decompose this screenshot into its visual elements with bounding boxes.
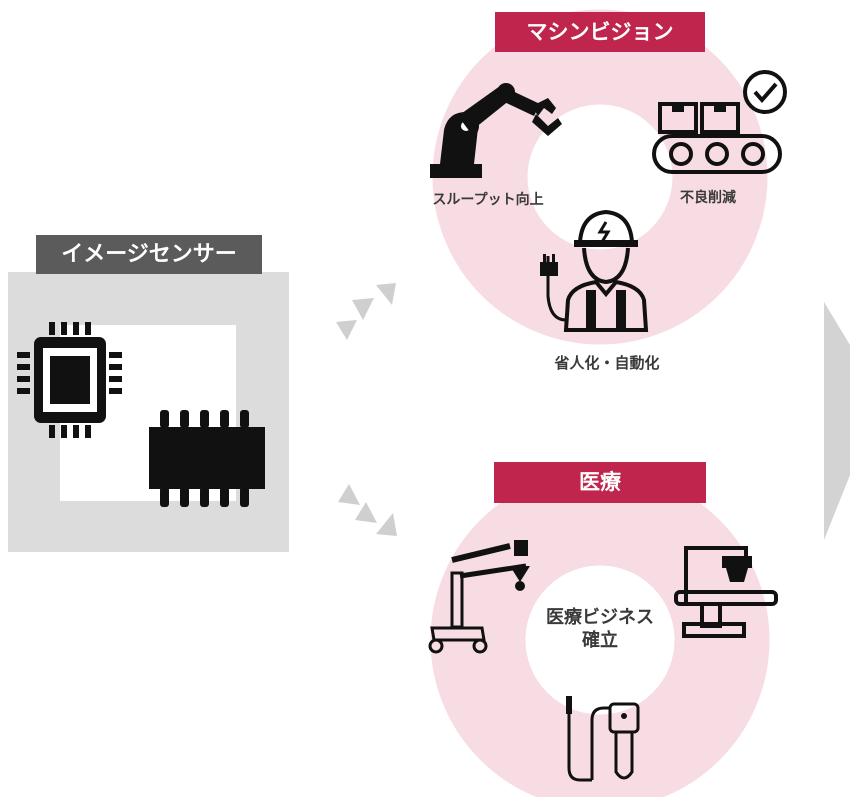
surgical-microscope-icon: [428, 540, 530, 654]
defect-reduction-label: 不良削減: [680, 190, 736, 206]
medical-business-label: 医療ビジネス 確立: [520, 606, 680, 652]
xray-machine-icon: [674, 546, 778, 638]
medical-business-line1: 医療ビジネス: [546, 607, 654, 628]
robot-arm-icon: [430, 83, 562, 178]
labor-saving-label: 省人化・自動化: [554, 354, 660, 372]
machine-vision-title: マシンビジョン: [495, 12, 705, 52]
large-right-arrow: [824, 302, 850, 540]
cpu-chip-icon: [17, 322, 122, 438]
flow-arrows-upper: [336, 283, 396, 340]
worker-plug-icon: [540, 209, 649, 332]
image-sensor-title: イメージセンサー: [36, 235, 262, 274]
memory-chip-icon: [149, 410, 265, 507]
throughput-label: スループット向上: [432, 192, 544, 208]
conveyor-check-icon: [652, 70, 787, 174]
endoscope-probe-icon: [566, 696, 640, 782]
flow-arrows-lower: [338, 484, 397, 536]
medical-business-line2: 確立: [582, 630, 618, 651]
medical-title: 医療: [494, 462, 706, 503]
